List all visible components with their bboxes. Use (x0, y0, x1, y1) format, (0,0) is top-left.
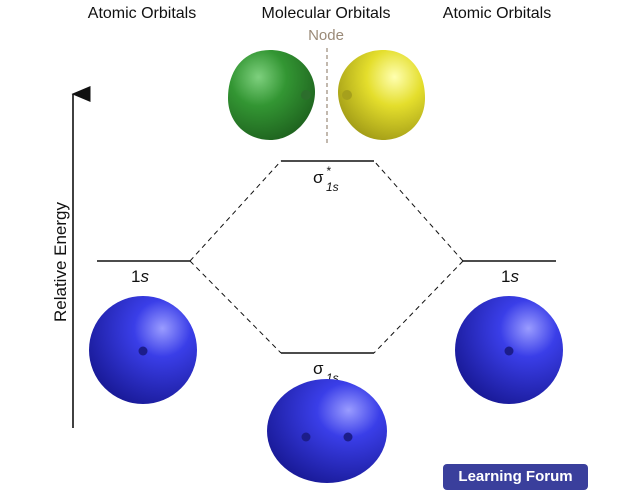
antibonding-superscript: * (326, 164, 331, 178)
bonding-orbital (267, 379, 387, 483)
right-ao-label: 1s (501, 267, 519, 286)
header-right: Atomic Orbitals (443, 5, 551, 22)
right-1s-orbital (455, 296, 563, 404)
header-left: Atomic Orbitals (88, 5, 196, 22)
correlation-lines (189, 160, 464, 354)
antibonding-symbol: σ (313, 168, 324, 187)
antibonding-lobe-green (228, 50, 315, 140)
bonding-symbol: σ (313, 359, 324, 378)
y-axis-label: Relative Energy (51, 202, 70, 323)
left-1s-orbital (89, 296, 197, 404)
antibonding-subscript: 1s (326, 180, 339, 194)
left-ao-label: 1s (131, 267, 149, 286)
learning-forum-badge: Learning Forum (443, 464, 588, 490)
header-center: Molecular Orbitals (262, 5, 391, 22)
antibonding-lobe-yellow (338, 50, 425, 140)
node-label: Node (308, 27, 344, 44)
